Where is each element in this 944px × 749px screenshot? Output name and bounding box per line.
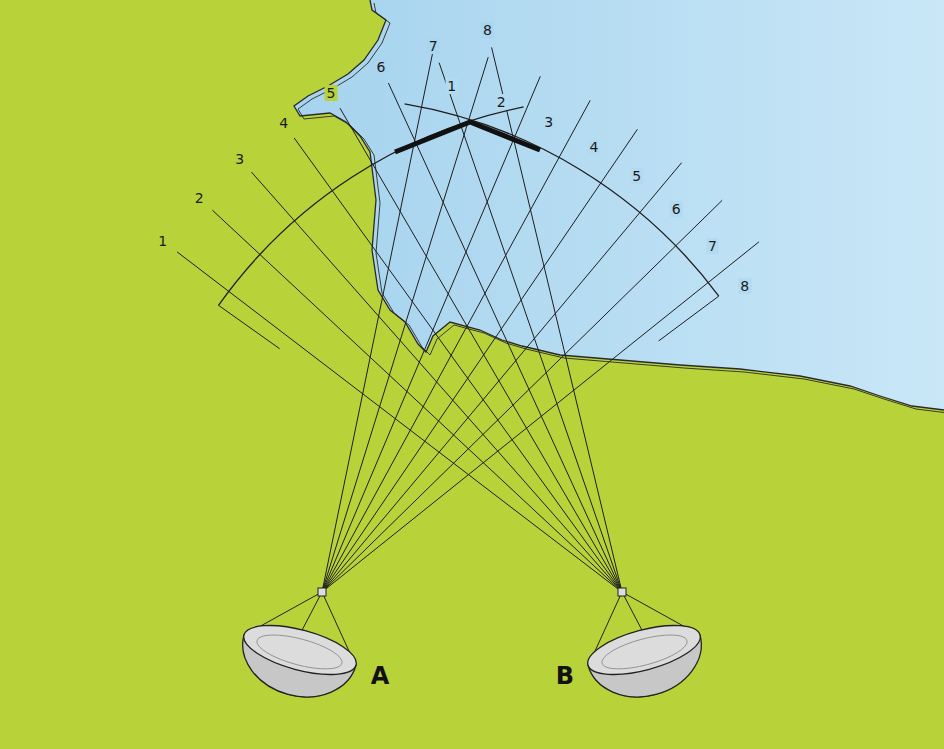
beam-number: 1 (445, 78, 458, 94)
beam-line (322, 163, 682, 592)
beam-number: 4 (277, 115, 290, 131)
range-arc (219, 107, 524, 305)
range-arc (405, 104, 719, 296)
station-label: B (556, 664, 574, 688)
beam-line (439, 63, 622, 592)
beam-line (177, 252, 622, 592)
beam-number: 2 (495, 94, 508, 110)
radar-dish (583, 588, 712, 709)
beam-number: 8 (738, 278, 751, 294)
beam-line (219, 305, 280, 348)
beam-line (322, 76, 540, 592)
beam-number: 3 (233, 151, 246, 167)
traced-coast (395, 122, 540, 152)
beam-number: 7 (706, 238, 719, 254)
beam-line (659, 296, 719, 341)
shoreline (294, 0, 944, 410)
beam-line (322, 242, 759, 592)
beam-number: 6 (670, 201, 683, 217)
beam-line (492, 47, 622, 592)
beam-number: 5 (324, 85, 337, 101)
beam-number: 8 (481, 22, 494, 38)
beam-line (322, 57, 488, 592)
beam-line (388, 83, 622, 592)
beam-number: 6 (374, 59, 387, 75)
station-label: A (371, 664, 390, 688)
beam-number: 1 (156, 233, 169, 249)
beam-number: 2 (193, 190, 206, 206)
beam-line (322, 200, 722, 592)
beam-number: 5 (630, 168, 643, 184)
sea (294, 0, 944, 410)
beam-line (322, 100, 590, 592)
beam-line (294, 138, 622, 592)
radar-dish (232, 588, 361, 709)
beam-lines (177, 43, 759, 592)
beam-number: 7 (427, 38, 440, 54)
shoreline-inner (298, 3, 944, 413)
beam-number: 3 (542, 114, 555, 130)
beam-number: 4 (588, 139, 601, 155)
